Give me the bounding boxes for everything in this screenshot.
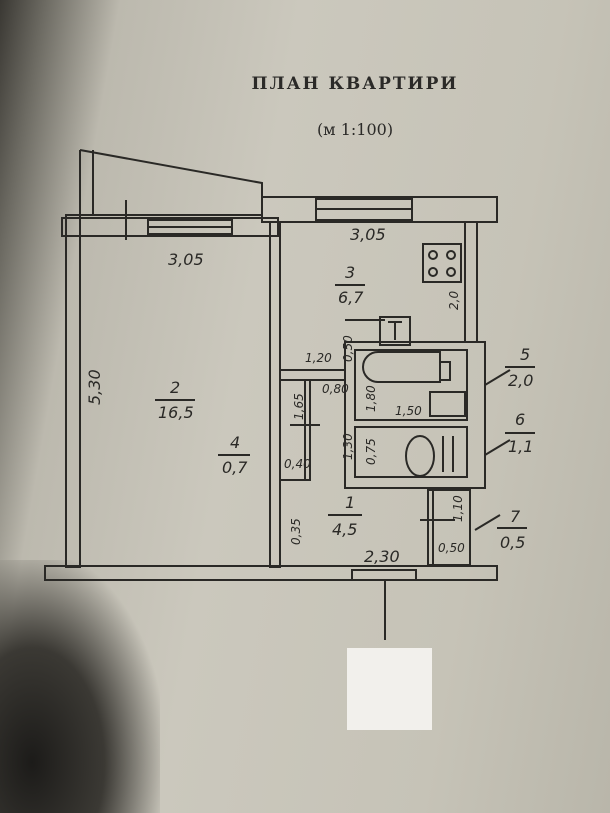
closet-wall <box>279 369 346 381</box>
dim-040: 0,40 <box>284 457 311 471</box>
room-1-area: 4,5 <box>332 520 357 539</box>
dim-165: 1,65 <box>292 393 306 420</box>
toilet-icon <box>405 435 435 477</box>
dim-180: 1,80 <box>364 385 378 412</box>
bathroom-block <box>344 341 486 489</box>
room-6-area: 1,1 <box>508 437 533 456</box>
room-3-area: 6,7 <box>338 288 364 307</box>
dim-110: 1,10 <box>451 495 465 522</box>
bathtub-icon <box>362 351 441 383</box>
shadow <box>0 560 160 813</box>
room-4-number: 4 <box>230 433 240 452</box>
plan-scale: (м 1:100) <box>316 120 394 139</box>
kitchen-right-wall <box>464 221 478 343</box>
stove-icon <box>422 243 462 283</box>
toilet-room-inner <box>354 426 468 478</box>
dim-120: 1,20 <box>305 351 332 365</box>
dim-075: 0,75 <box>364 438 378 465</box>
dim-050-top: 0,50 <box>341 335 355 362</box>
dim-hall-width: 2,30 <box>364 547 400 566</box>
vent-shaft <box>379 316 411 346</box>
room-2-number: 2 <box>170 378 180 397</box>
dim-150: 1,50 <box>395 404 422 418</box>
room-3-number: 3 <box>345 263 355 282</box>
plan-title: ПЛАН КВАРТИРИ <box>251 74 459 94</box>
dim-kitchen-depth: 2,0 <box>447 291 461 310</box>
balcony-wall <box>79 149 263 216</box>
wall-room2-kitchen <box>269 221 281 568</box>
dim-130: 1,30 <box>341 433 355 460</box>
room-2-area: 16,5 <box>158 403 194 422</box>
room-1-number: 1 <box>345 493 355 512</box>
closet <box>279 379 311 481</box>
room-7-area: 0,5 <box>500 533 525 552</box>
left-wall <box>65 214 81 568</box>
dim-room2-length: 5,30 <box>85 369 104 405</box>
top-wall-kitchen <box>261 196 498 223</box>
room-4-area: 0,7 <box>222 458 248 477</box>
bathroom-inner <box>354 349 468 421</box>
room-5-area: 2,0 <box>508 371 533 390</box>
room-6-number: 6 <box>515 410 525 429</box>
room-5-number: 5 <box>520 345 530 364</box>
entrance-door <box>351 569 417 581</box>
sink-icon <box>429 391 466 417</box>
dim-035: 0,35 <box>289 518 303 545</box>
dim-room2-width: 3,05 <box>168 250 204 269</box>
room-7-number: 7 <box>510 507 521 526</box>
dim-050-bottom: 0,50 <box>438 541 465 555</box>
top-wall-room2 <box>61 217 279 237</box>
dim-kitchen-width: 3,05 <box>350 225 386 244</box>
redacted-area <box>347 648 432 730</box>
bottom-wall <box>44 565 498 581</box>
dim-080: 0,80 <box>322 382 349 396</box>
